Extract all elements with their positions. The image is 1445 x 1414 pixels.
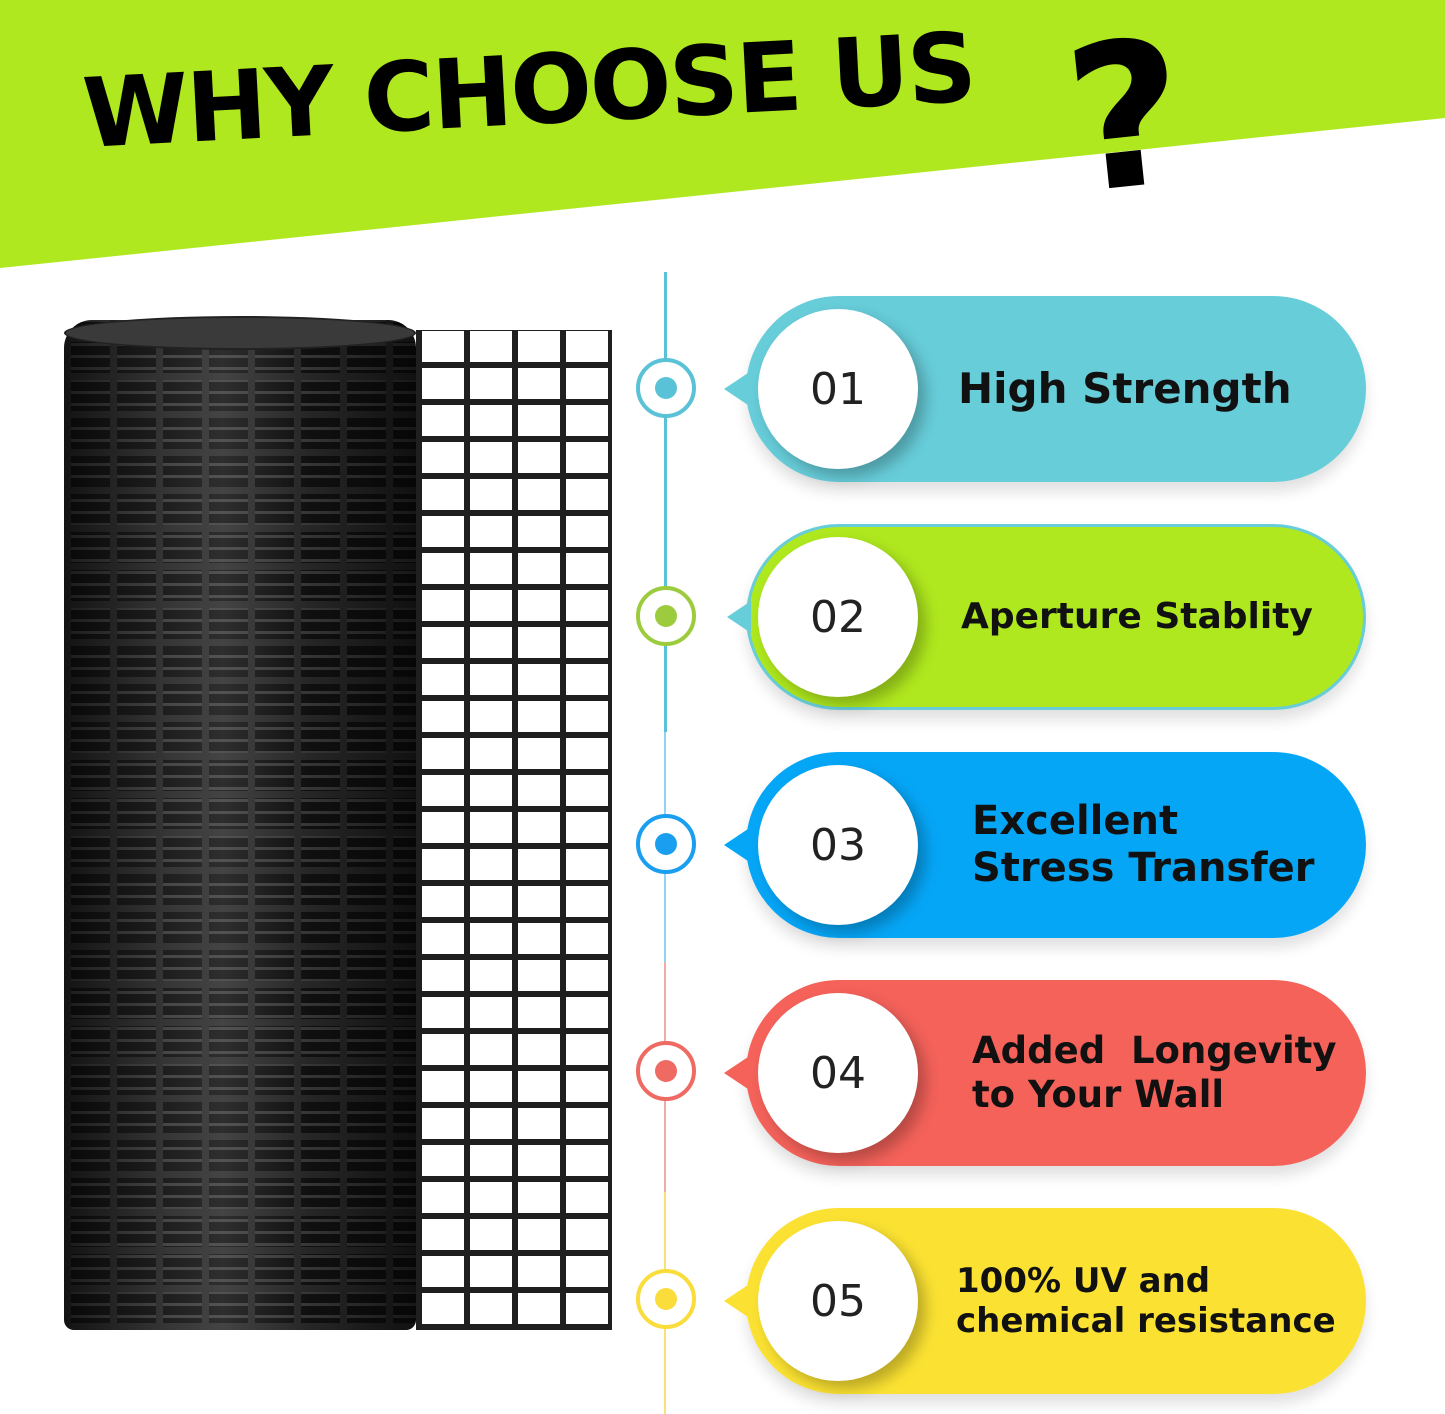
feature-number: 01 bbox=[810, 363, 866, 415]
feature-label-line1: Excellent bbox=[972, 797, 1179, 844]
node-dot-icon bbox=[655, 1060, 677, 1082]
header-banner bbox=[0, 0, 1445, 300]
feature-label-line1: Aperture Stablity bbox=[961, 595, 1313, 637]
geogrid-mesh-unrolled bbox=[416, 330, 612, 1330]
feature-label-line2: to Your Wall bbox=[972, 1073, 1225, 1116]
feature-number: 05 bbox=[810, 1275, 866, 1327]
number-badge: 02 bbox=[758, 537, 918, 697]
number-badge: 04 bbox=[758, 993, 918, 1153]
feature-number: 03 bbox=[810, 819, 866, 871]
feature-label-line1: Added Longevity bbox=[972, 1029, 1337, 1073]
feature-number: 02 bbox=[810, 591, 866, 643]
number-badge: 05 bbox=[758, 1221, 918, 1381]
question-mark-icon: ? bbox=[1056, 0, 1196, 240]
timeline-node-1 bbox=[636, 358, 696, 418]
feature-label-line2: chemical resistance bbox=[956, 1301, 1336, 1341]
feature-label: Added Longevity to Your Wall bbox=[972, 980, 1336, 1166]
feature-card-high-strength: 01 High Strength bbox=[724, 296, 1366, 482]
timeline-segment-1 bbox=[664, 272, 667, 732]
timeline-node-4 bbox=[636, 1041, 696, 1101]
pointer-arrow-icon bbox=[724, 1285, 748, 1317]
geogrid-roll-top bbox=[64, 316, 416, 350]
node-dot-icon bbox=[655, 833, 677, 855]
node-dot-icon bbox=[655, 605, 677, 627]
feature-label: Aperture Stablity bbox=[961, 527, 1313, 707]
feature-label-line1: High Strength bbox=[958, 364, 1292, 414]
node-dot-icon bbox=[655, 1288, 677, 1310]
pointer-arrow-icon bbox=[727, 601, 751, 633]
feature-label: High Strength bbox=[958, 296, 1292, 482]
feature-label: 100% UV and chemical resistance bbox=[956, 1208, 1336, 1394]
feature-label: Excellent Stress Transfer bbox=[972, 752, 1314, 938]
timeline-node-3 bbox=[636, 814, 696, 874]
pointer-arrow-icon bbox=[724, 1057, 748, 1089]
pointer-arrow-icon bbox=[724, 373, 748, 405]
feature-label-line1: 100% UV and bbox=[956, 1260, 1211, 1301]
banner-background bbox=[0, 0, 1445, 268]
timeline-node-2 bbox=[636, 586, 696, 646]
feature-card-aperture-stability: 02 Aperture Stablity bbox=[727, 524, 1366, 710]
geogrid-roll-image bbox=[64, 320, 416, 1330]
feature-card-stress-transfer: 03 Excellent Stress Transfer bbox=[724, 752, 1366, 938]
feature-number: 04 bbox=[810, 1047, 866, 1099]
number-badge: 01 bbox=[758, 309, 918, 469]
feature-label-line2: Stress Transfer bbox=[972, 845, 1315, 891]
timeline-node-5 bbox=[636, 1269, 696, 1329]
feature-card-longevity: 04 Added Longevity to Your Wall bbox=[724, 980, 1366, 1166]
feature-card-uv-resistance: 05 100% UV and chemical resistance bbox=[724, 1208, 1366, 1394]
pointer-arrow-icon bbox=[724, 829, 748, 861]
node-dot-icon bbox=[655, 377, 677, 399]
number-badge: 03 bbox=[758, 765, 918, 925]
